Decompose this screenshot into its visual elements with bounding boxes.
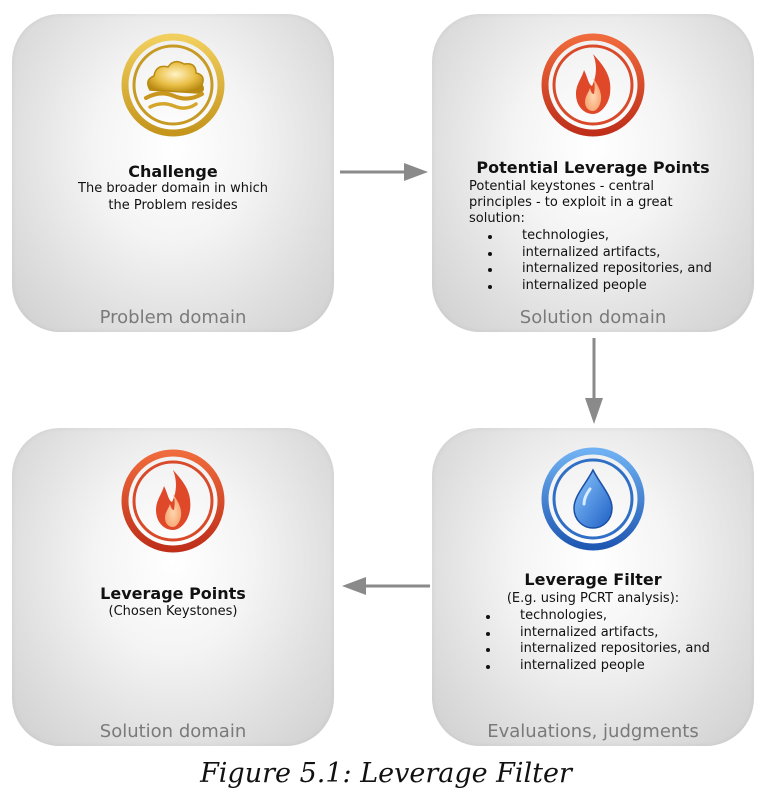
list-item: technologies, bbox=[486, 228, 712, 245]
cloud-emblem-icon bbox=[120, 32, 226, 138]
list-item: technologies, bbox=[484, 608, 710, 625]
potential-leverage-points-footer: Solution domain bbox=[519, 307, 667, 328]
list-item: internalized people bbox=[486, 278, 712, 295]
challenge-description: The broader domain in which the Problem … bbox=[78, 181, 268, 213]
flame-emblem-icon bbox=[540, 32, 646, 138]
arrow-right bbox=[340, 163, 428, 181]
list-item: internalized artifacts, bbox=[484, 625, 710, 642]
challenge-title: Challenge bbox=[128, 162, 218, 181]
flame-emblem-icon bbox=[120, 448, 226, 554]
potential-leverage-points-bullets: technologies, internalized artifacts, in… bbox=[486, 228, 712, 294]
list-item: internalized artifacts, bbox=[486, 245, 712, 262]
water-drop-emblem-icon bbox=[540, 446, 646, 552]
leverage-points-title: Leverage Points bbox=[100, 584, 246, 603]
potential-leverage-points-card: Potential Leverage Points Potential keys… bbox=[432, 14, 754, 332]
list-item: internalized people bbox=[484, 658, 710, 675]
leverage-points-card: Leverage Points (Chosen Keystones) Solut… bbox=[12, 428, 334, 746]
leverage-filter-bullets: technologies, internalized artifacts, in… bbox=[484, 608, 710, 674]
challenge-footer: Problem domain bbox=[99, 307, 247, 328]
figure-caption: Figure 5.1: Leverage Filter bbox=[200, 758, 572, 789]
potential-leverage-points-description: Potential keystones - central principles… bbox=[469, 179, 673, 226]
leverage-filter-title: Leverage Filter bbox=[524, 570, 662, 589]
list-item: internalized repositories, and bbox=[484, 641, 710, 658]
leverage-points-footer: Solution domain bbox=[99, 721, 247, 742]
arrow-down bbox=[585, 338, 603, 424]
potential-leverage-points-title: Potential Leverage Points bbox=[476, 158, 710, 177]
leverage-filter-footer: Evaluations, judgments bbox=[487, 721, 699, 742]
leverage-points-description: (Chosen Keystones) bbox=[108, 604, 238, 619]
leverage-filter-description: (E.g. using PCRT analysis): bbox=[506, 591, 680, 606]
leverage-filter-card: Leverage Filter (E.g. using PCRT analysi… bbox=[432, 428, 754, 746]
list-item: internalized repositories, and bbox=[486, 261, 712, 278]
challenge-card: Challenge The broader domain in which th… bbox=[12, 14, 334, 332]
arrow-left bbox=[342, 577, 430, 595]
